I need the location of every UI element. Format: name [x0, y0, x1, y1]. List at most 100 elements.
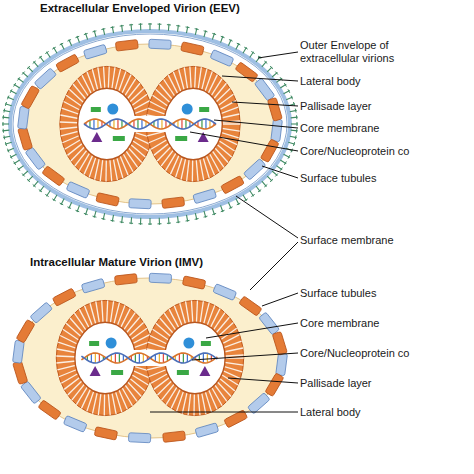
envelope-spike-tip: [120, 25, 124, 27]
envelope-spike-tip: [264, 184, 267, 187]
envelope-spike-tip: [157, 223, 161, 224]
dna-strand: [81, 353, 217, 363]
dna-rung: [165, 120, 166, 128]
surface-tubule: [149, 39, 171, 49]
envelope-spike-tip: [10, 155, 12, 159]
envelope-spike-tip: [157, 24, 161, 25]
envelope-spike-tip: [229, 40, 233, 42]
core-protein-rect: [199, 107, 209, 112]
leader-line: [222, 76, 298, 81]
core-protein-rect: [177, 370, 189, 375]
surface-tubule: [276, 353, 288, 376]
core-protein-triangle: [91, 132, 102, 142]
envelope-spike-tip: [22, 72, 25, 75]
surface-tubule: [83, 44, 107, 59]
envelope-spike-tip: [3, 135, 5, 139]
dna-rung: [163, 353, 164, 362]
dna-rung: [133, 120, 134, 128]
part-label: Core membrane: [300, 122, 470, 135]
envelope-spike-tip: [176, 25, 180, 27]
envelope-spike-tip: [75, 210, 79, 211]
envelope-spike-tip: [14, 83, 16, 86]
dna-rung: [205, 119, 206, 129]
envelope-spike-tip: [39, 56, 42, 58]
dna-rung: [161, 119, 162, 129]
envelope-spike-tip: [284, 83, 286, 86]
envelope-spike-tip: [7, 149, 8, 153]
envelope-spike-tip: [60, 203, 64, 205]
outer-envelope-line: [13, 34, 287, 214]
surface-protein: [265, 373, 284, 397]
envelope-spike: [262, 61, 267, 66]
envelope-spike-tip: [237, 203, 241, 205]
surface-tubule: [30, 302, 52, 323]
dna-rung: [139, 353, 140, 363]
envelope-spike-tip: [14, 161, 16, 164]
dna-rung: [121, 120, 122, 128]
envelope-spike-tip: [84, 213, 88, 214]
envelope-spike-tip: [186, 26, 190, 28]
part-label: Outer Envelope of extracellular virions: [300, 39, 430, 65]
leader-line: [190, 132, 298, 151]
dna-rung: [113, 119, 114, 128]
envelope-spike-tip: [18, 77, 20, 80]
envelope-spike-tip: [27, 179, 30, 182]
dna-strand: [81, 353, 217, 363]
surface-tubule: [25, 147, 45, 170]
envelope-spike: [272, 171, 277, 176]
envelope-spike-tip: [52, 199, 55, 201]
virion-figure: Extracellular Enveloped Virion (EEV): [0, 0, 300, 226]
envelope-spike-tip: [67, 207, 71, 209]
surface-tubule: [21, 381, 42, 404]
dna-rung: [209, 120, 210, 128]
core-protein-triangle: [199, 366, 210, 376]
surface-protein: [38, 400, 61, 420]
envelope-spike-tip: [275, 72, 278, 75]
envelope-spike-tip: [297, 122, 298, 126]
envelope-spike-tip: [84, 33, 88, 34]
core-protein-circle: [182, 104, 193, 115]
envelope-spike-tip: [67, 40, 71, 42]
envelope-spike-tip: [33, 184, 36, 187]
dna-rung: [203, 353, 204, 363]
leader-line: [232, 102, 298, 106]
envelope-spike: [34, 181, 39, 186]
surface-protein: [163, 431, 186, 442]
dna-strand: [84, 119, 216, 129]
surface-tubule: [129, 199, 151, 209]
part-label: Lateral body: [300, 75, 470, 88]
surface-protein: [21, 86, 40, 110]
envelope-spike: [40, 186, 44, 192]
envelope-spike-tip: [195, 218, 199, 220]
dna-rung: [95, 353, 96, 363]
dna-rung: [119, 353, 120, 362]
dna-rung: [115, 353, 116, 363]
surface-protein: [52, 288, 76, 306]
dna-rung: [157, 119, 158, 128]
surface-protein: [181, 42, 204, 56]
surface-protein: [96, 193, 119, 207]
surface-tubule: [213, 284, 237, 301]
part-label: Surface membrane: [300, 234, 470, 247]
dna-rung: [181, 119, 182, 129]
part-label: Pallisade layer: [300, 100, 470, 113]
dna-rung: [137, 119, 138, 129]
leader-line: [250, 242, 298, 290]
envelope-spike-tip: [3, 109, 5, 113]
core-protein-rect: [89, 341, 99, 346]
envelope-spike-tip: [148, 224, 152, 225]
envelope-spike-tip: [275, 173, 278, 176]
leader-lines: [150, 52, 298, 412]
envelope-spike-tip: [7, 96, 8, 100]
surface-protein: [162, 197, 185, 208]
surface-tubule: [66, 181, 90, 198]
envelope-spike-tip: [288, 155, 290, 159]
envelope-spike-tip: [288, 89, 290, 93]
envelope-spike-tip: [291, 96, 292, 100]
dna-rung: [143, 354, 144, 362]
dna-rung: [183, 353, 184, 363]
envelope-spike: [267, 176, 272, 181]
envelope-spike-tip: [101, 218, 105, 220]
